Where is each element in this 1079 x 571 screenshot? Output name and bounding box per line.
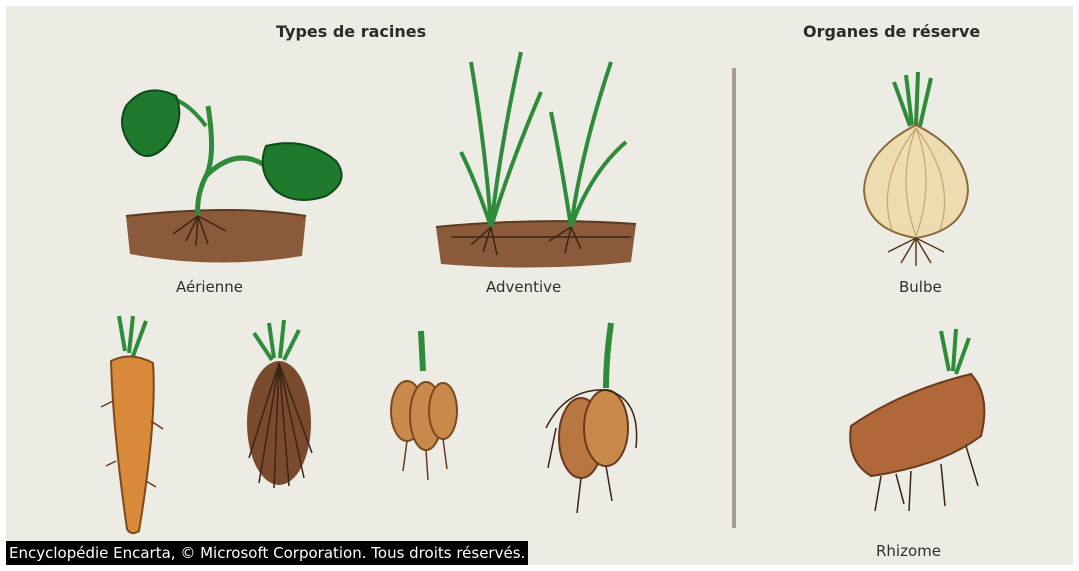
- taproot-illustration: [91, 311, 171, 536]
- tuberous-root-illustration: [381, 326, 466, 486]
- fibrous-root-illustration: [234, 318, 324, 493]
- aerial-root-illustration: [106, 66, 366, 276]
- rhizome-illustration: [841, 326, 1001, 526]
- copyright-notice: Encyclopédie Encarta, © Microsoft Corpor…: [6, 541, 528, 565]
- bulb-label: Bulbe: [899, 278, 942, 296]
- bulb-illustration: [856, 70, 976, 270]
- rhizome-label: Rhizome: [876, 542, 941, 560]
- section-divider: [732, 68, 736, 528]
- diagram-panel: Types de racines Organes de réserve Aéri…: [6, 6, 1073, 565]
- aerial-label: Aérienne: [176, 278, 243, 296]
- adventive-label: Adventive: [486, 278, 561, 296]
- storage-organs-heading: Organes de réserve: [803, 22, 980, 41]
- adventive-root-illustration: [431, 32, 651, 272]
- root-types-heading: Types de racines: [276, 22, 426, 41]
- tuberous-fibrous-root-illustration: [536, 318, 646, 518]
